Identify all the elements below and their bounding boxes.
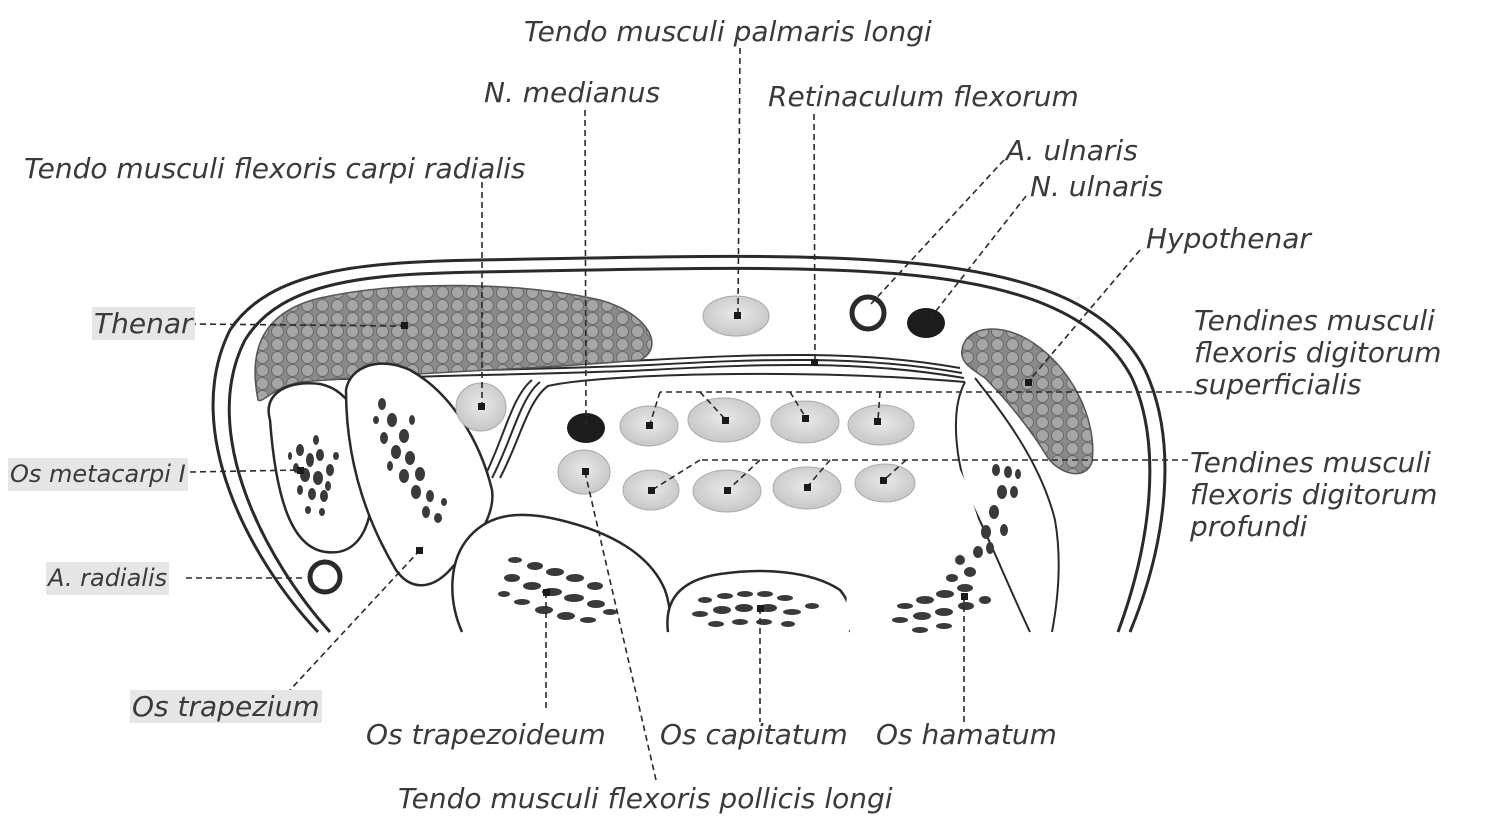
label-fds-line2: flexoris digitorum — [1194, 336, 1442, 369]
metacarpi-dots — [288, 435, 339, 516]
os-trapezoideum — [451, 513, 672, 633]
label-fdp-line1: Tendines musculi — [1190, 446, 1431, 479]
label-a-ulnaris: A. ulnaris — [1006, 134, 1138, 167]
trapezoideum-dots — [498, 557, 617, 623]
n-ulnaris — [907, 308, 945, 338]
label-fdp-line3: profundi — [1190, 510, 1308, 543]
os-capitatum — [666, 569, 853, 633]
label-os-metacarpi-i: Os metacarpi I — [8, 458, 188, 491]
label-n-ulnaris: N. ulnaris — [1030, 170, 1164, 203]
label-thenar: Thenar — [92, 307, 195, 340]
label-n-medianus: N. medianus — [484, 76, 661, 109]
a-ulnaris — [849, 294, 887, 332]
pointer-markers — [297, 312, 1032, 612]
label-os-trapezium: Os trapezium — [130, 690, 322, 723]
n-medianus — [567, 413, 605, 443]
label-retinaculum-flexorum: Retinaculum flexorum — [768, 80, 1079, 113]
thenar-muscle — [254, 284, 653, 402]
tendines-fds — [619, 397, 915, 447]
tendines-fdp — [622, 463, 916, 513]
label-fdp-line2: flexoris digitorum — [1190, 478, 1438, 511]
hamatum-dots — [892, 464, 1021, 633]
label-os-capitatum: Os capitatum — [660, 718, 848, 751]
label-fds-line1: Tendines musculi — [1194, 304, 1435, 337]
os-hamatum — [846, 464, 1021, 633]
a-radialis — [307, 559, 343, 595]
trapezium-dots — [373, 398, 447, 523]
label-os-hamatum: Os hamatum — [876, 718, 1057, 751]
hypothenar-muscle — [961, 328, 1094, 475]
label-os-trapezoideum: Os trapezoideum — [366, 718, 606, 751]
label-palmaris-longi: Tendo musculi palmaris longi — [524, 15, 932, 48]
label-a-radialis: A. radialis — [46, 562, 170, 595]
leader-lines — [186, 47, 1192, 781]
label-hypothenar: Hypothenar — [1146, 222, 1311, 255]
label-flexor-carpi-radialis: Tendo musculi flexoris carpi radialis — [24, 152, 526, 185]
label-fds-line3: superficialis — [1194, 368, 1362, 401]
label-flexoris-pollicis-longi: Tendo musculi flexoris pollicis longi — [398, 782, 893, 815]
